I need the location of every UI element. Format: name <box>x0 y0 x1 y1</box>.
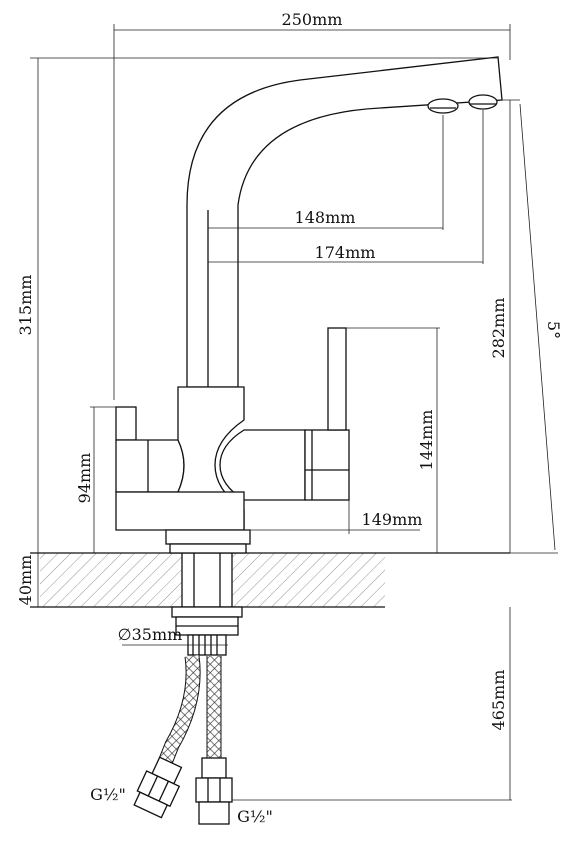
dim-total-width: 250mm <box>282 10 343 29</box>
dim-mount-diameter: ∅35mm <box>118 625 183 644</box>
label-right-fitting: G½" <box>237 807 273 826</box>
dimension-lines <box>30 24 558 801</box>
dim-spout-reach-2: 174mm <box>315 243 376 262</box>
dim-spout-height: 282mm <box>489 298 508 359</box>
dim-hose-length: 465mm <box>489 670 508 731</box>
dim-lever-height: 144mm <box>417 410 436 471</box>
dim-body-height: 94mm <box>75 453 94 504</box>
flex-hoses <box>133 654 233 825</box>
mounting-assembly <box>171 606 243 656</box>
dim-total-height: 315mm <box>16 275 35 336</box>
faucet-body <box>115 327 350 554</box>
dim-spout-reach-1: 148mm <box>295 208 356 227</box>
countertop <box>30 552 510 608</box>
dim-tilt-angle: 5° <box>544 321 563 339</box>
dim-body-width: 149mm <box>362 510 423 529</box>
label-left-fitting: G½" <box>90 785 126 804</box>
dim-countertop: 40mm <box>16 555 35 606</box>
